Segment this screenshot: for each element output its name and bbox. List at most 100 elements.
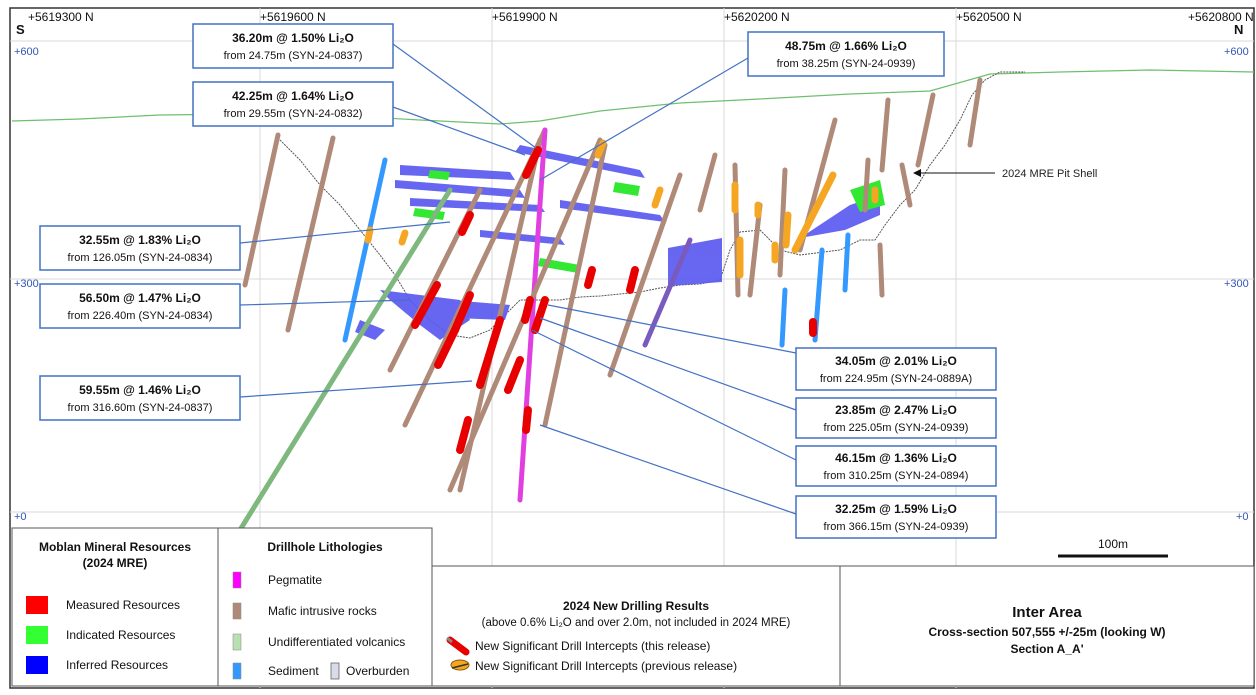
legend-panel	[431, 565, 841, 687]
red-intercept-icon	[446, 636, 470, 656]
drillholes	[237, 77, 983, 533]
measured-interval	[521, 296, 534, 324]
intercept-marker	[651, 186, 664, 209]
callout-leader-lines	[239, 43, 797, 515]
callout-sub: from 226.40m (SYN-24-0834)	[68, 310, 213, 322]
legend-label: New Significant Drill Intercepts (this r…	[475, 639, 710, 653]
elevation-label: +300	[14, 278, 39, 290]
drillhole	[237, 187, 453, 533]
resource-block	[428, 170, 450, 180]
callout-sub: from 225.05m (SYN-24-0939)	[824, 422, 969, 434]
callout-main: 36.20m @ 1.50% Li₂O	[232, 31, 354, 45]
intercept-marker	[364, 226, 374, 244]
legend-swatch-measured	[26, 596, 48, 614]
section-description: Cross-section 507,555 +/-25m (looking W)	[928, 625, 1165, 639]
title-panel	[839, 565, 1255, 687]
legend-subtitle: (2024 MRE)	[83, 556, 148, 570]
elevation-label: +0	[14, 511, 27, 523]
legend-drilling: 2024 New Drilling Results (above 0.6% Li…	[431, 565, 841, 687]
measured-interval	[458, 211, 474, 236]
legend-swatch-sediment	[232, 662, 242, 680]
measured-interval	[504, 356, 524, 394]
callout-main: 32.55m @ 1.83% Li₂O	[79, 233, 201, 247]
resource-block	[395, 180, 525, 198]
resource-block	[613, 182, 640, 196]
resource-block	[515, 145, 645, 178]
drillhole	[967, 77, 983, 148]
legend-lithologies: Drillhole Lithologies Pegmatite Mafic in…	[217, 527, 433, 687]
intercept-marker	[782, 211, 792, 249]
drillhole	[779, 287, 788, 348]
drillhole	[402, 127, 548, 428]
northing-label: +5620200 N	[724, 10, 790, 24]
callout-sub: from 366.15m (SYN-24-0939)	[824, 521, 969, 533]
elevation-label: +600	[1224, 46, 1249, 58]
measured-interval	[476, 316, 504, 389]
legend-label: Measured Resources	[66, 598, 180, 612]
legend-swatch-pegmatite	[232, 571, 242, 589]
callout-frame	[747, 31, 945, 77]
legend-title: Drillhole Lithologies	[267, 540, 383, 554]
callout-leader	[239, 221, 451, 244]
northing-labels: +5619300 N +5619600 N +5619900 N +562020…	[28, 10, 1254, 24]
legend-label: Undifferentiated volcanics	[268, 635, 405, 649]
measured-interval	[522, 146, 542, 179]
callout-frame	[39, 225, 241, 271]
drillhole	[842, 232, 851, 293]
resource-block	[480, 230, 565, 245]
legend-label: New Significant Drill Intercepts (previo…	[475, 659, 737, 673]
callout-frame	[39, 375, 241, 421]
drillhole	[517, 127, 548, 503]
measured-interval	[434, 326, 459, 369]
callout-box: 23.85m @ 2.47% Li₂O from 225.05m (SYN-24…	[795, 397, 997, 439]
callout-sub: from 126.05m (SYN-24-0834)	[68, 252, 213, 264]
callout-main: 34.05m @ 2.01% Li₂O	[835, 354, 957, 368]
drillhole	[747, 202, 763, 298]
callout-box: 34.05m @ 2.01% Li₂O from 224.95m (SYN-24…	[795, 347, 997, 391]
elevation-label: +600	[14, 46, 39, 58]
drillhole	[899, 162, 913, 208]
callout-sub: from 29.55m (SYN-24-0832)	[224, 108, 363, 120]
drillhole	[285, 135, 336, 333]
callout-main: 42.25m @ 1.64% Li₂O	[232, 89, 354, 103]
area-title-block: Inter Area Cross-section 507,555 +/-25m …	[839, 565, 1255, 687]
area-title: Inter Area	[1012, 604, 1082, 621]
callout-box: 32.25m @ 1.59% Li₂O from 366.15m (SYN-24…	[795, 495, 997, 539]
drillhole	[242, 132, 281, 288]
northing-label: +5620800 N	[1188, 10, 1254, 24]
callout-sub: from 38.25m (SYN-24-0939)	[777, 58, 916, 70]
callout-leader	[392, 106, 526, 156]
scale-bar-label: 100m	[1098, 537, 1128, 551]
northing-label: +5619900 N	[492, 10, 558, 24]
callout-frame	[192, 81, 394, 127]
legend-swatch-indicated	[26, 626, 48, 644]
callout-box: 32.55m @ 1.83% Li₂O from 126.05m (SYN-24…	[39, 225, 241, 271]
elevation-label: +300	[1224, 278, 1249, 290]
measured-interval	[456, 416, 472, 454]
callout-main: 48.75m @ 1.66% Li₂O	[785, 39, 907, 53]
drillhole	[877, 242, 885, 298]
northing-label: +5619300 N	[28, 10, 94, 24]
measured-intervals	[411, 146, 817, 454]
measured-interval	[522, 406, 532, 434]
callout-box: 56.50m @ 1.47% Li₂O from 226.40m (SYN-24…	[39, 283, 241, 329]
legend-swatch-overburden	[330, 662, 340, 680]
measured-interval	[626, 266, 639, 294]
drillhole	[342, 157, 388, 343]
callout-main: 56.50m @ 1.47% Li₂O	[79, 291, 201, 305]
callout-leader	[539, 57, 749, 181]
legend-label: Overburden	[346, 664, 409, 678]
legend-subtitle: (above 0.6% Li₂O and over 2.0m, not incl…	[482, 617, 791, 629]
legend-label: Sediment	[268, 664, 319, 678]
callout-leader	[539, 424, 797, 515]
callout-frame	[192, 23, 394, 69]
callout-frame	[39, 283, 241, 329]
legend-panel	[217, 527, 433, 687]
callout-frame	[795, 397, 997, 439]
drillhole	[642, 237, 693, 348]
legend-label: Inferred Resources	[66, 658, 168, 672]
measured-interval	[411, 281, 441, 329]
elevation-label: +0	[1236, 511, 1249, 523]
callout-box: 36.20m @ 1.50% Li₂O from 24.75m (SYN-24-…	[192, 23, 394, 69]
